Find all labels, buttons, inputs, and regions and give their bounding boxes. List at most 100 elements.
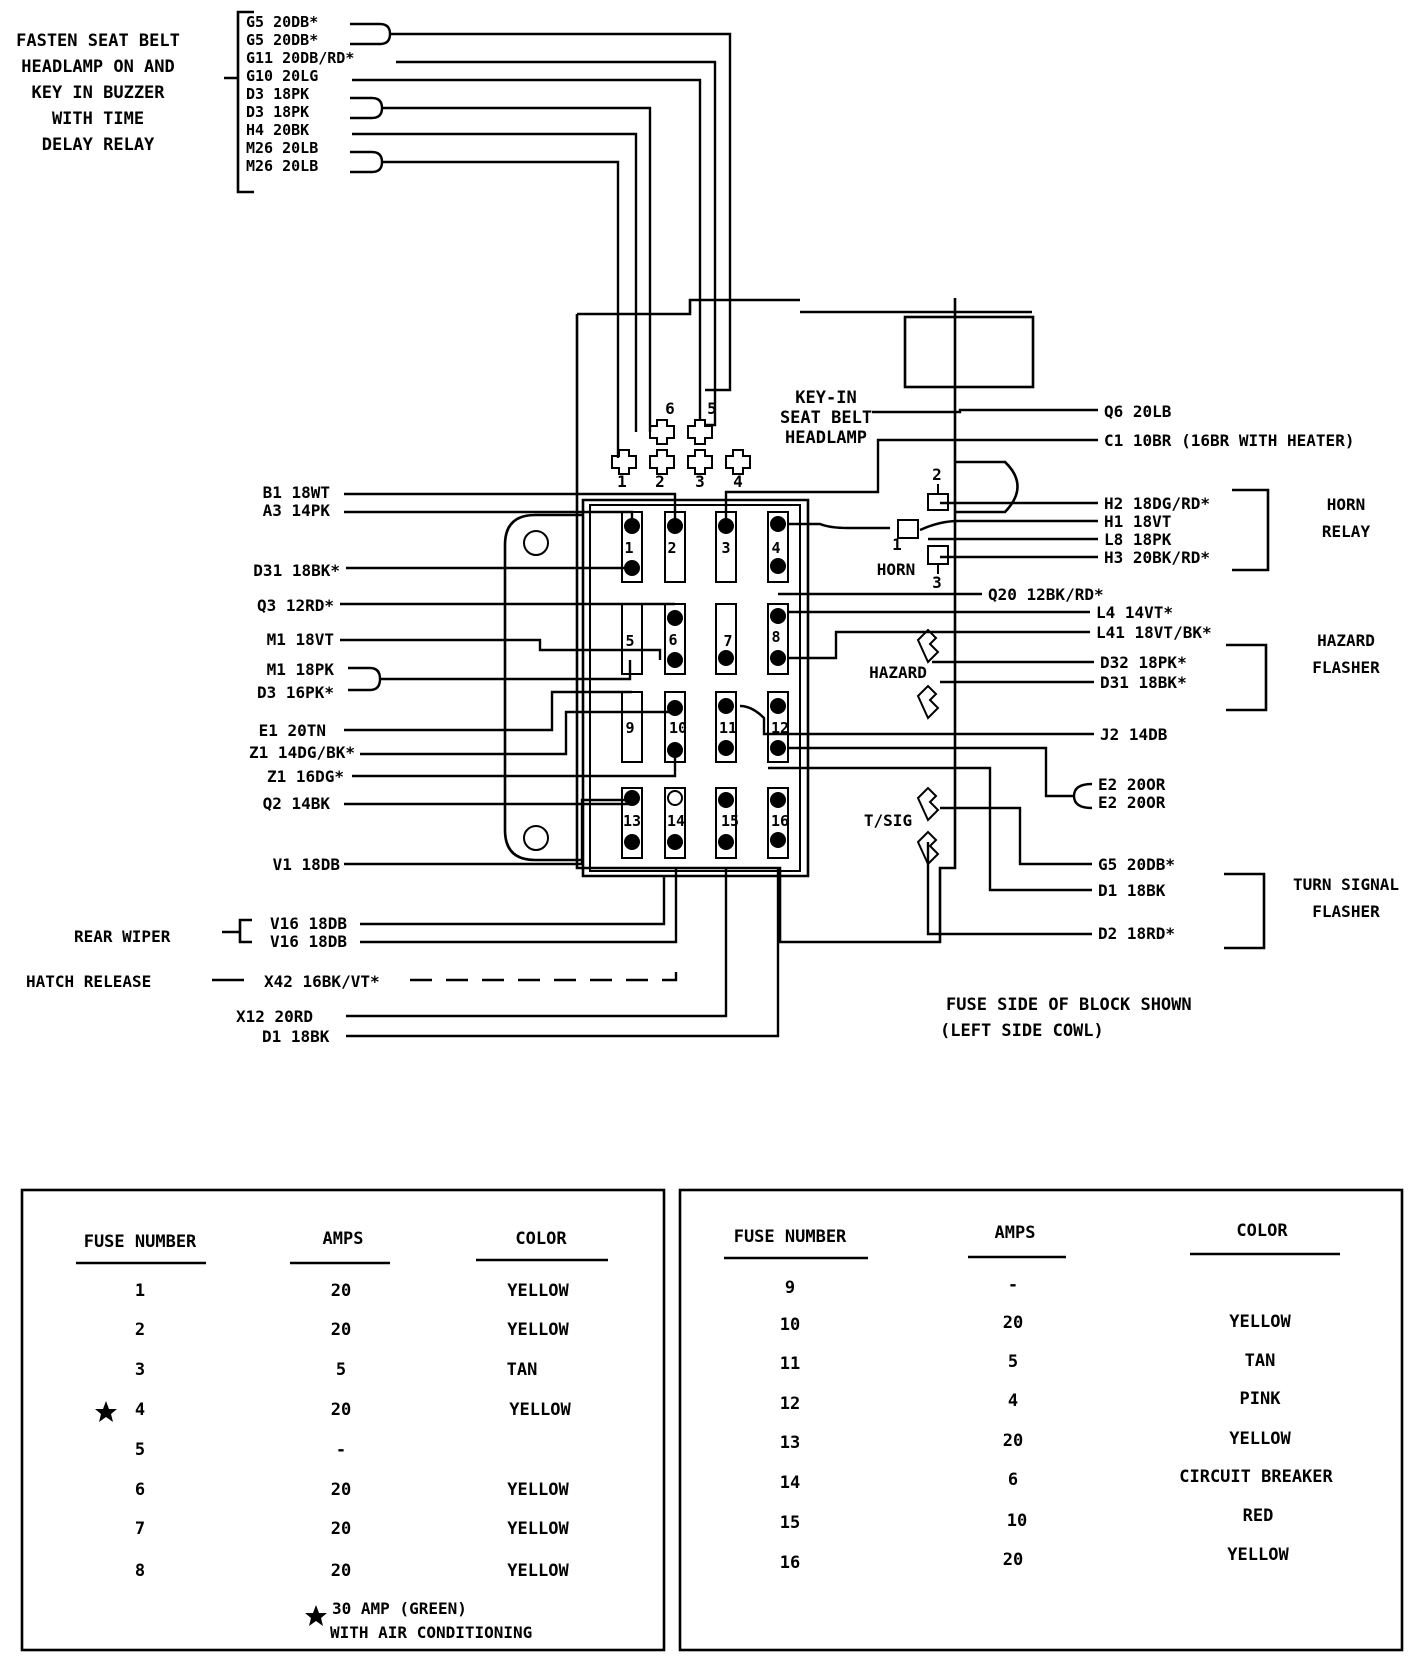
buzzer-label-line: DELAY RELAY (42, 135, 155, 155)
fuse-table-right (678, 1188, 1404, 1652)
terminal-dot (770, 832, 786, 848)
cell-fuse-number: 16 (780, 1553, 800, 1573)
fuse-number: 9 (625, 719, 634, 737)
cell-amps: 6 (1008, 1470, 1018, 1490)
horn-relay-label: RELAY (1322, 522, 1371, 541)
terminal-dot (770, 698, 786, 714)
fuse (664, 787, 686, 859)
terminal-dot (770, 740, 786, 756)
turn-flasher-label: FLASHER (1312, 902, 1380, 921)
fuse (715, 787, 737, 859)
fuse (767, 691, 789, 763)
turn-flasher (916, 786, 940, 866)
terminal-dot (718, 698, 734, 714)
table-note: 30 AMP (GREEN) WITH AIR CONDITIONING (330, 1599, 532, 1642)
relay-pin-number: 1 (892, 535, 902, 554)
wire-label: H2 18DG/RD* (1104, 494, 1210, 513)
horn-relay-label: HORN (1327, 495, 1366, 514)
buzzer-wires (350, 22, 732, 458)
wire-label: G5 20DB* (246, 31, 318, 49)
cell-amps: 20 (331, 1561, 351, 1581)
cell-amps: 20 (331, 1281, 351, 1301)
wire-label: L8 18PK (1104, 530, 1172, 549)
fuse-number: 5 (625, 632, 634, 650)
hazard-label: HAZARD (869, 663, 927, 682)
cell-color: YELLOW (1227, 1545, 1289, 1565)
fuse-table-left (20, 1188, 666, 1652)
mounting-hole-bottom (523, 825, 549, 851)
table-header: AMPS (995, 1223, 1036, 1243)
wire-label: H4 20BK (246, 121, 309, 139)
bottom-labels: REAR WIPER V16 18DB V16 18DB HATCH RELEA… (26, 914, 380, 1046)
hazard-flasher-bracket (1226, 643, 1268, 712)
wire-label: E2 20OR (1098, 775, 1166, 794)
rear-wiper-label: REAR WIPER (74, 927, 171, 946)
wire-label: D1 18BK (262, 1027, 330, 1046)
connector-pin (687, 419, 713, 445)
terminal-dot (667, 518, 683, 534)
cell-fuse-number: 6 (135, 1480, 145, 1500)
wire-label: X12 20RD (236, 1007, 313, 1026)
cell-fuse-number: 8 (135, 1561, 145, 1581)
caption: FUSE SIDE OF BLOCK SHOWN (LEFT SIDE COWL… (940, 995, 1192, 1041)
fuse (715, 691, 737, 763)
wire-label: D32 18PK* (1100, 653, 1187, 672)
hatch-release-label: HATCH RELEASE (26, 972, 151, 991)
flasher-terminal (916, 628, 940, 664)
terminal-dot (718, 518, 734, 534)
turn-label: T/SIG (864, 811, 912, 830)
wire-label: G5 20DB* (1098, 855, 1175, 874)
fuse-cavity-frame (589, 504, 801, 872)
cell-fuse-number: 15 (780, 1513, 800, 1533)
cell-color: YELLOW (507, 1561, 569, 1581)
cell-fuse-number: 4 (135, 1400, 145, 1420)
cell-fuse-number: 14 (780, 1473, 800, 1493)
table-header: COLOR (515, 1229, 567, 1249)
fuse-table-left-headers: FUSE NUMBER AMPS COLOR (84, 1229, 568, 1252)
fuse-number: 13 (623, 812, 641, 830)
terminal-dot (770, 608, 786, 624)
relay-housing (903, 315, 1035, 389)
cell-amps: - (1008, 1275, 1018, 1295)
wire-label: D3 16PK* (257, 683, 334, 702)
cell-color: YELLOW (509, 1400, 571, 1420)
mounting-hole-top (523, 530, 549, 556)
fuse-number: 15 (721, 812, 739, 830)
cell-amps: 20 (331, 1400, 351, 1420)
table-header: COLOR (1236, 1221, 1288, 1241)
fuse-terminals (624, 516, 786, 850)
left-wire-labels: B1 18WT A3 14PK D31 18BK* Q3 12RD* M1 18… (249, 483, 355, 874)
cell-amps: - (336, 1440, 346, 1460)
wire-label: D3 18PK (246, 103, 309, 121)
connector-pin-numbers: 6 5 1 2 3 4 (617, 399, 743, 491)
fuse-number: 11 (719, 719, 737, 737)
terminal-dot (718, 650, 734, 666)
wire-label: L4 14VT* (1096, 603, 1173, 622)
wire-label: C1 10BR (16BR WITH HEATER) (1104, 431, 1354, 450)
turn-flasher-label: TURN SIGNAL (1293, 875, 1399, 894)
cell-amps: 10 (1007, 1511, 1027, 1531)
buzzer-bracket (224, 10, 254, 194)
cell-color: PINK (1240, 1389, 1282, 1409)
cell-color: YELLOW (507, 1281, 569, 1301)
cell-color: RED (1243, 1506, 1274, 1526)
cell-color: CIRCUIT BREAKER (1179, 1467, 1333, 1487)
fuse-number: 16 (771, 812, 789, 830)
header-rule (724, 1252, 1340, 1260)
cell-fuse-number: 11 (780, 1354, 800, 1374)
connector-label-line: HEADLAMP (785, 428, 867, 448)
header-rule (76, 1258, 608, 1265)
terminal-dot (718, 792, 734, 808)
fuse-grid: 1 2 3 4 5 6 7 8 9 10 11 12 13 14 15 16 (621, 511, 789, 859)
cell-amps: 20 (1003, 1313, 1023, 1333)
buzzer-label-line: KEY IN BUZZER (31, 83, 165, 103)
wire-label: G5 20DB* (246, 13, 318, 31)
fuse-number: 7 (723, 632, 732, 650)
cell-fuse-number: 9 (785, 1278, 795, 1298)
wire-label: Q6 20LB (1104, 402, 1172, 421)
key-in-connector-label: KEY-IN SEAT BELT HEADLAMP (780, 388, 872, 448)
cell-color: TAN (507, 1360, 538, 1380)
fuse (767, 603, 789, 675)
cell-amps: 5 (1008, 1352, 1018, 1372)
pin-number: 4 (733, 472, 743, 491)
